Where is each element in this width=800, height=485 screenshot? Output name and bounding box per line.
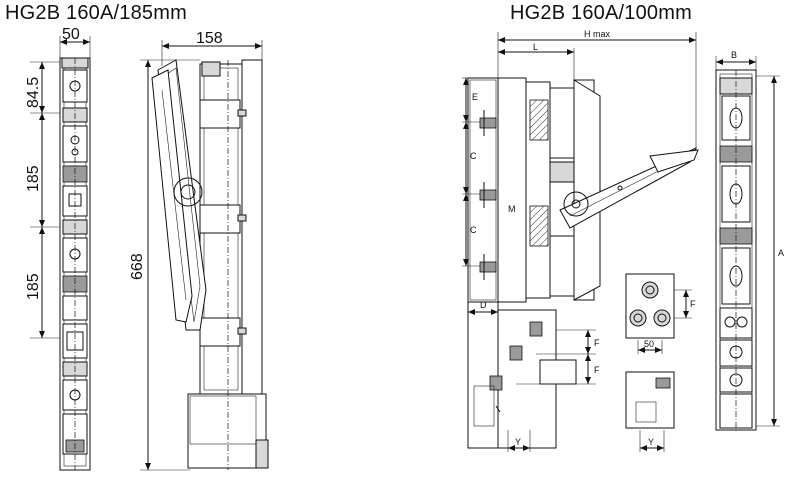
dim-label-height: 668 bbox=[129, 253, 146, 280]
left-front-view bbox=[59, 57, 91, 471]
dim-height: 668 bbox=[129, 59, 200, 471]
detail-side-view: Y bbox=[625, 371, 675, 452]
title-right: HG2B 160A/100mm bbox=[510, 2, 692, 24]
dim-label-f1: F bbox=[594, 338, 600, 348]
dim-label-c2: C bbox=[470, 225, 477, 235]
dim-label-y2: Y bbox=[648, 437, 654, 447]
dim-label-width-front: 50 bbox=[62, 26, 80, 43]
dim-label-h-max: H max bbox=[584, 29, 611, 39]
dim-stack-left: 84.5 185 185 bbox=[25, 61, 60, 339]
dim-depth-side: 158 bbox=[161, 30, 263, 66]
right-front-view bbox=[715, 69, 757, 432]
dims-right-front: B A bbox=[715, 50, 784, 427]
dim-label-m: M bbox=[508, 204, 516, 214]
dim-label-d: D bbox=[480, 300, 487, 310]
dim-label-a: A bbox=[778, 248, 784, 258]
dim-label-f3: F bbox=[690, 299, 696, 309]
dim-label-pitch-1: 185 bbox=[25, 165, 42, 192]
dim-label-c1: C bbox=[470, 151, 477, 161]
right-side-view bbox=[467, 77, 699, 449]
dim-label-top-offset: 84.5 bbox=[25, 77, 42, 108]
dim-label-pitch-2: 185 bbox=[25, 273, 42, 300]
dim-label-l: L bbox=[533, 42, 538, 52]
dim-label-f2: F bbox=[594, 365, 600, 375]
dim-label-b: B bbox=[731, 50, 737, 60]
dims-right-side: H max L E C C M D F F Y bbox=[462, 29, 697, 452]
dim-label-fifty: 50 bbox=[644, 339, 654, 349]
detail-top-view: F 50 bbox=[625, 273, 696, 354]
left-side-view bbox=[151, 59, 269, 470]
dim-width-front: 50 bbox=[59, 26, 91, 58]
dim-label-y1: Y bbox=[515, 437, 521, 447]
dim-label-e: E bbox=[472, 92, 478, 102]
title-left: HG2B 160A/185mm bbox=[5, 2, 187, 24]
dim-label-depth-side: 158 bbox=[196, 30, 223, 47]
